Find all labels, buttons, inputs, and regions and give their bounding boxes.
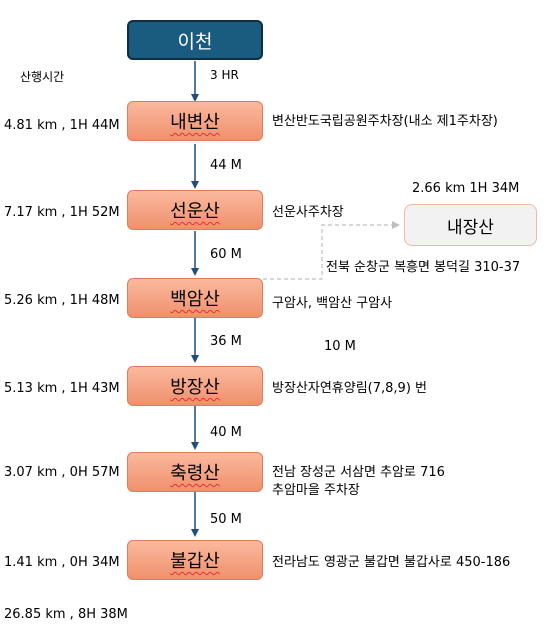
start-label: 이천	[177, 30, 213, 53]
mountain-node-naebyeonsan: 내변산	[127, 101, 263, 141]
mountain-parking-note: 변산반도국립공원주차장(내소 제1주차장)	[272, 114, 498, 129]
mountain-stats: 1.41 km , 0H 34M	[4, 555, 120, 570]
mountain-parking-note: 전남 장성군 서삼면 추암로 716	[272, 465, 445, 480]
mountain-parking-note-line2: 추암마을 주차장	[272, 483, 360, 498]
duration-column-header: 산행시간	[20, 70, 65, 84]
mountain-name: 백암산	[170, 289, 220, 310]
mountain-node-bulgapsan: 불갑산	[127, 540, 263, 580]
side-trip-node-naejangsan: 내장산	[404, 204, 537, 246]
side-trip-name: 내장산	[447, 217, 494, 238]
mountain-stats: 5.26 km , 1H 48M	[4, 293, 120, 308]
mountain-name: 불갑산	[170, 551, 220, 572]
side-trip-connector	[263, 221, 400, 280]
total-summary: 26.85 km , 8H 38M	[4, 607, 128, 622]
mountain-name: 내변산	[170, 112, 220, 133]
drive-time-4: 40 M	[210, 425, 242, 440]
side-trip-drive-time: 10 M	[324, 339, 356, 354]
mountain-parking-note: 선운사주차장	[272, 205, 344, 220]
side-trip-address: 전북 순창군 복흥면 봉덕길 310-37	[326, 260, 521, 275]
drive-time-3: 36 M	[210, 334, 242, 349]
drive-time-0: 3 HR	[210, 68, 239, 82]
mountain-node-baegamsan: 백암산	[127, 278, 263, 318]
mountain-stats: 7.17 km , 1H 52M	[4, 205, 120, 220]
drive-time-2: 60 M	[210, 247, 242, 262]
mountain-stats: 5.13 km , 1H 43M	[4, 381, 120, 396]
mountain-parking-note: 전라남도 영광군 불갑면 불갑사로 450-186	[272, 555, 511, 570]
drive-time-1: 44 M	[210, 158, 242, 173]
mountain-node-bangjangsan: 방장산	[127, 366, 263, 406]
side-trip-stats: 2.66 km 1H 34M	[412, 181, 520, 196]
mountain-parking-note: 구암사, 백암산 구암사	[272, 296, 393, 311]
start-node: 이천	[127, 20, 263, 60]
drive-time-5: 50 M	[210, 512, 242, 527]
mountain-name: 선운산	[170, 201, 220, 222]
mountain-node-chungnyeongsan: 축령산	[127, 452, 263, 492]
mountain-name: 방장산	[170, 377, 220, 398]
mountain-stats: 4.81 km , 1H 44M	[4, 118, 120, 133]
mountain-parking-note: 방장산자연휴양림(7,8,9) 번	[272, 381, 427, 396]
mountain-node-seonunsan: 선운산	[127, 190, 263, 230]
mountain-name: 축령산	[170, 463, 220, 484]
mountain-stats: 3.07 km , 0H 57M	[4, 465, 120, 480]
